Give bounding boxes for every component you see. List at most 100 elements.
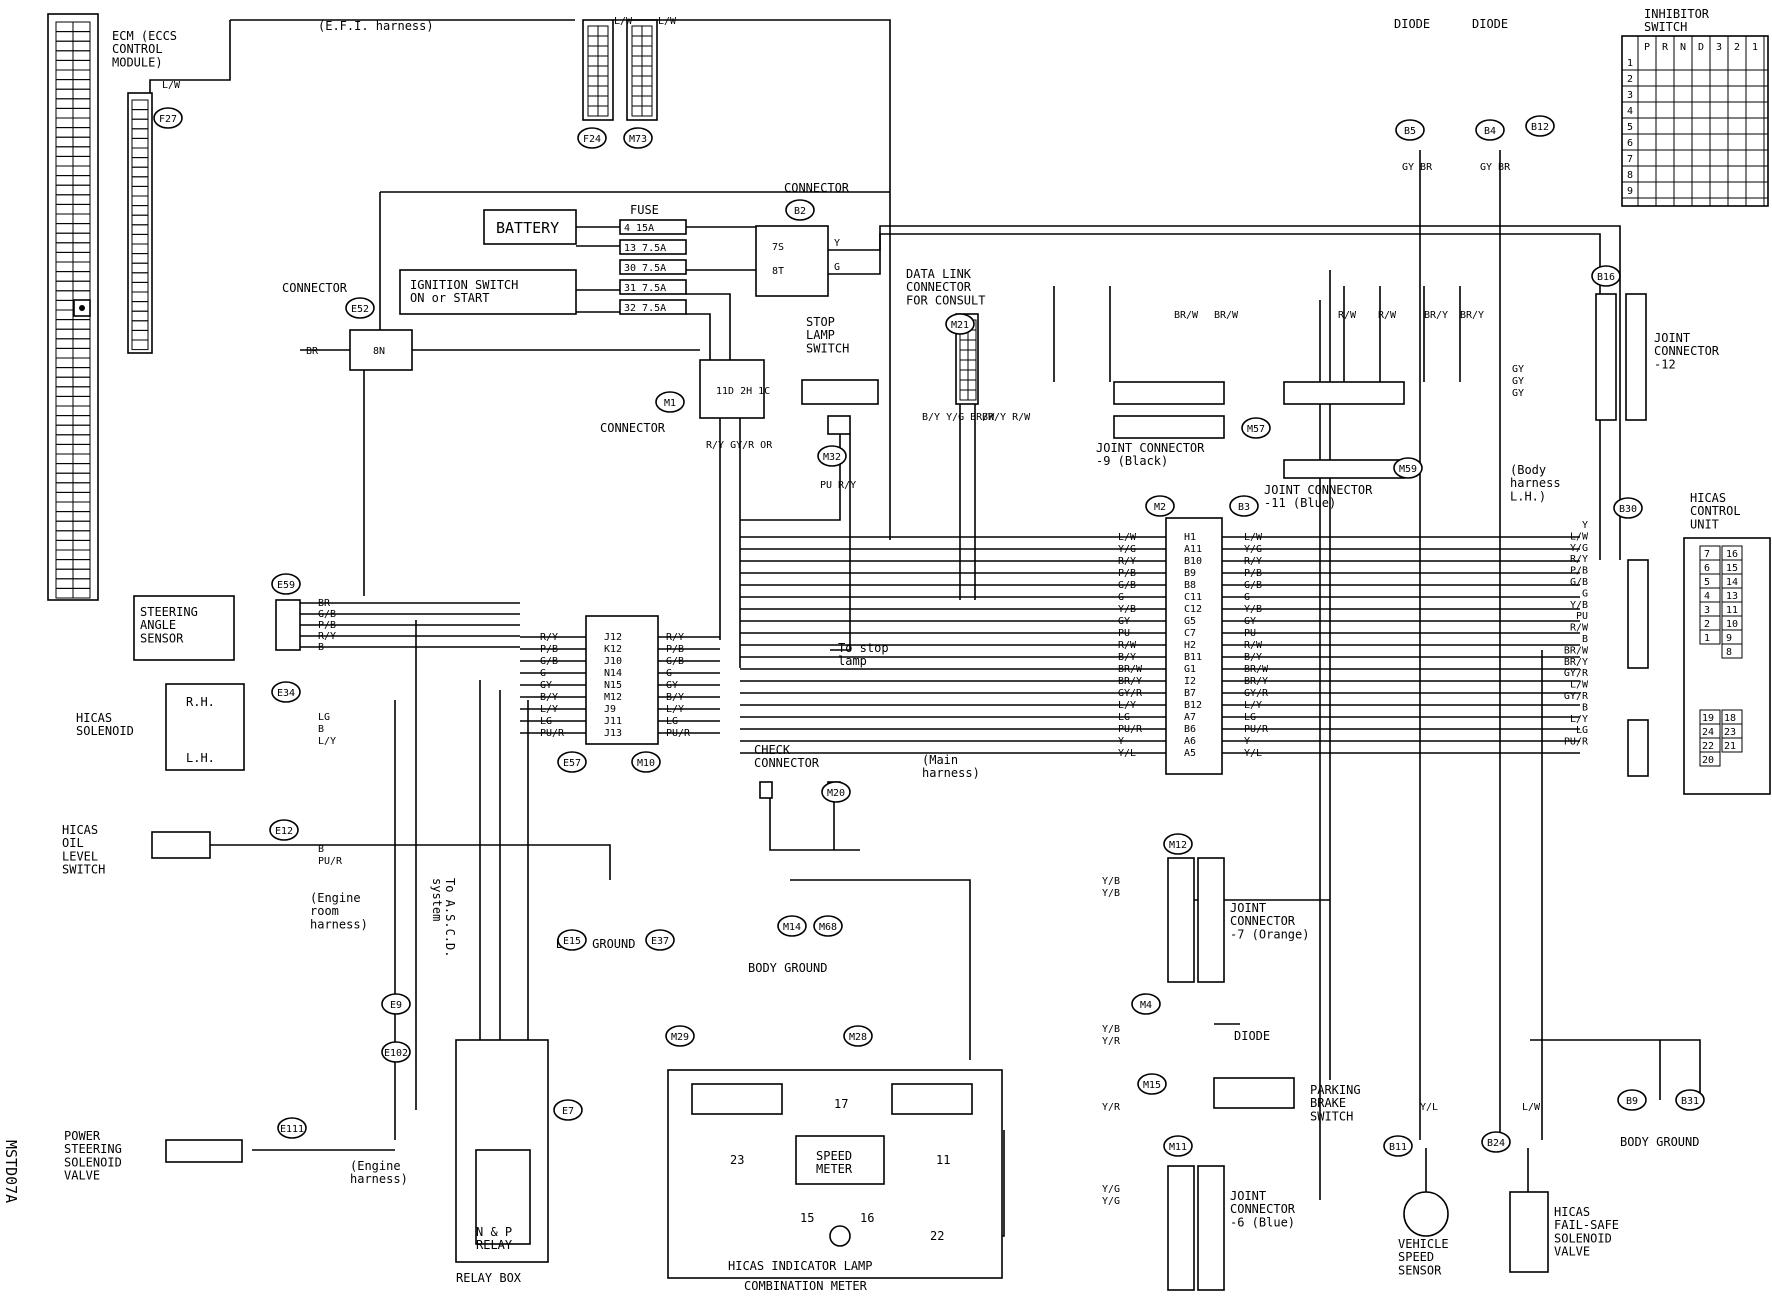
m73-connector <box>626 19 658 121</box>
joint9-connector-top <box>1113 381 1225 405</box>
label-line: CONNECTOR <box>1230 1202 1296 1216</box>
wire-label: GY <box>1512 364 1524 375</box>
connector-id-bubble <box>1163 1135 1193 1157</box>
wire <box>1530 1039 1701 1100</box>
m10-right-wire: LG <box>666 716 678 727</box>
m11-joint-connector-b <box>1197 1165 1225 1291</box>
wire <box>830 434 851 651</box>
connector-id-bubble <box>381 993 411 1015</box>
diagram-code: MSTD07A <box>2 1140 20 1203</box>
label-line: METER <box>816 1162 853 1176</box>
connector-id: M2 <box>1154 502 1166 513</box>
wire-label: BR/W <box>1174 310 1199 321</box>
hicas-solenoid-lh: L.H. <box>186 751 215 765</box>
label-line: STOP <box>806 315 835 329</box>
label-line: CONTROL <box>112 42 163 56</box>
e57-left-wire: LG <box>540 716 552 727</box>
b16-joint-connector-a <box>1595 293 1617 421</box>
e57-pin: J12 <box>604 632 622 643</box>
m21-data-link-connector <box>955 313 979 405</box>
speed-pin: 23 <box>730 1153 744 1167</box>
joint9-label: JOINT CONNECTOR-9 (Black) <box>1096 441 1205 468</box>
wire-label: L/W <box>1522 1102 1541 1113</box>
connector-id: F24 <box>583 134 601 145</box>
m2-pin: B7 <box>1184 688 1196 699</box>
label-line: ECM (ECCS <box>112 29 177 43</box>
label-line: DATA LINK <box>906 267 972 281</box>
connector-id-bubble <box>631 751 661 773</box>
b3-right-wire: Y/L <box>1244 748 1262 759</box>
connector-id-bubble <box>1383 1135 1413 1157</box>
connector-id: B24 <box>1487 1138 1505 1149</box>
b30-wire-label: BR/W <box>1564 645 1589 656</box>
label-line: -7 (Orange) <box>1230 927 1309 941</box>
connector-id: E15 <box>563 936 581 947</box>
m2-left-wire: Y <box>1118 736 1124 747</box>
m2-left-wire: G <box>1118 592 1124 603</box>
connector-id-bubble <box>665 1025 695 1047</box>
label-line: SWITCH <box>1644 20 1687 34</box>
wire-label: Y/G <box>1102 1196 1120 1207</box>
m2-pin: C11 <box>1184 592 1202 603</box>
label-line: HICAS <box>62 823 98 837</box>
hicas-pin: 24 <box>1702 727 1714 738</box>
connector-id: E102 <box>384 1048 408 1059</box>
label-line: -11 (Blue) <box>1264 496 1336 510</box>
connector-id: B16 <box>1597 272 1615 283</box>
m2-left-wire: L/Y <box>1118 700 1136 711</box>
m2-pin: H2 <box>1184 640 1196 651</box>
m2-left-wire: L/W <box>1118 532 1137 543</box>
m12-joint-connector-b <box>1197 857 1225 983</box>
joint9-connector-bottom <box>1113 415 1225 439</box>
connector-id-bubble <box>1137 1073 1167 1095</box>
label-line: SPEED <box>1398 1250 1434 1264</box>
connector-id-bubble <box>645 929 675 951</box>
connector-id: M15 <box>1143 1080 1161 1091</box>
hicas-solenoid-rh: R.H. <box>186 695 215 709</box>
e57-pin: J10 <box>604 656 622 667</box>
label-line: To A.S.C.D. <box>443 878 457 957</box>
label-line: CONNECTOR <box>1230 914 1296 928</box>
label-line: SENSOR <box>1398 1263 1442 1277</box>
label-line: RELAY <box>476 1238 513 1252</box>
hicas-pin: 11 <box>1726 605 1738 616</box>
connector-id-bubble <box>1393 457 1423 479</box>
m2-pin: A5 <box>1184 748 1196 759</box>
hicas-pin: 10 <box>1726 619 1738 630</box>
label-line: room <box>310 904 339 918</box>
m2-pin: B10 <box>1184 556 1202 567</box>
b30-wire-label: L/Y <box>1570 714 1588 725</box>
label-line: PARKING <box>1310 1083 1361 1097</box>
connector-id: E34 <box>277 688 295 699</box>
joint11-connector-bottom <box>1283 459 1405 479</box>
m10-right-wire: B/Y <box>666 692 684 703</box>
combination-meter-label: COMBINATION METER <box>744 1279 868 1293</box>
label-line: system <box>430 878 444 921</box>
inhibitor-row: 8 <box>1627 170 1633 181</box>
sensor-wire-label: P/B <box>318 620 336 631</box>
fuse-label: 30 7.5A <box>624 263 666 274</box>
connector-id: E37 <box>651 936 669 947</box>
label-line: JOINT <box>1654 331 1690 345</box>
connector-id-bubble <box>271 573 301 595</box>
hicas-solenoid-box <box>165 683 245 771</box>
connector-id: M20 <box>827 788 845 799</box>
b2-wire-label: G <box>834 262 840 273</box>
label-line: HICAS <box>1690 491 1726 505</box>
wire-label: PU/R <box>318 856 343 867</box>
inhibitor-row: 4 <box>1627 106 1633 117</box>
